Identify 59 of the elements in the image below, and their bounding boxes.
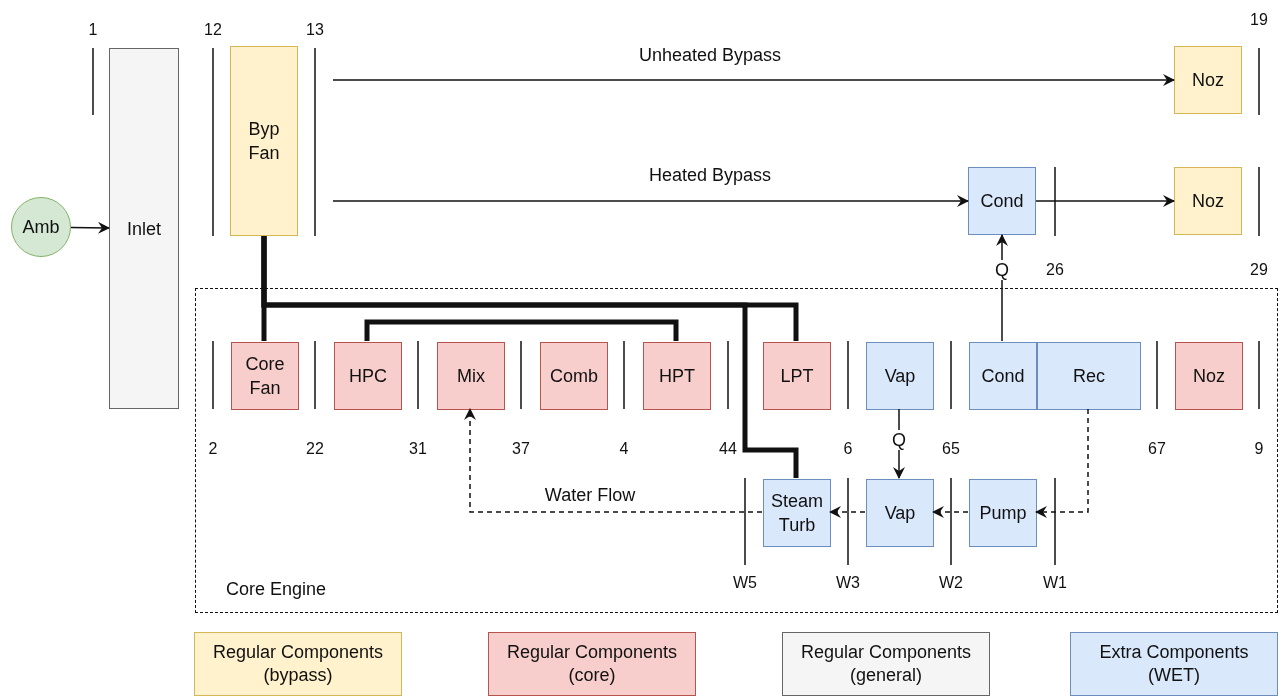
station-number: W5: [733, 574, 757, 592]
component-box: Cond: [969, 342, 1037, 410]
component-box: Rec: [1037, 342, 1141, 410]
component-box: Vap: [866, 342, 934, 410]
station-number: 12: [204, 21, 222, 39]
component-box: Byp Fan: [230, 46, 298, 236]
station-number: W1: [1043, 574, 1067, 592]
arrow: [932, 506, 969, 518]
legend-swatch: Regular Components (general): [782, 632, 990, 696]
station-number: 65: [942, 440, 960, 458]
station-number: 37: [512, 440, 530, 458]
source-circle: Amb: [11, 197, 71, 257]
arrow: [70, 221, 110, 234]
station-number: 2: [208, 440, 218, 458]
legend-swatch: Regular Components (bypass): [194, 632, 402, 696]
component-box: Noz: [1175, 342, 1243, 410]
group-title: Core Engine: [226, 579, 327, 600]
station-number: W3: [836, 574, 860, 592]
arrow: [829, 506, 866, 518]
component-box: HPT: [643, 342, 711, 410]
station-number: 29: [1250, 261, 1268, 279]
arrow: [1035, 195, 1175, 207]
station-number: 6: [843, 440, 853, 458]
station-number: 19: [1250, 11, 1268, 29]
component-box: Vap: [866, 479, 934, 547]
station-number: W2: [939, 574, 963, 592]
component-box: Noz: [1174, 46, 1242, 114]
component-box: Steam Turb: [763, 479, 831, 547]
legend-swatch: Regular Components (core): [488, 632, 696, 696]
shaft-line: [261, 236, 799, 478]
arrow: [332, 74, 1175, 86]
group-frame: [195, 288, 1278, 613]
station-number: 9: [1254, 440, 1264, 458]
arrow: [332, 195, 969, 207]
component-box: Comb: [540, 342, 608, 410]
arrow: [1035, 408, 1089, 518]
component-box: LPT: [763, 342, 831, 410]
arrow: [996, 234, 1008, 342]
station-number: 26: [1046, 261, 1064, 279]
station-number: 67: [1148, 440, 1166, 458]
component-box: HPC: [334, 342, 402, 410]
component-box: Pump: [969, 479, 1037, 547]
arrow: [464, 408, 763, 513]
arrow: [893, 408, 905, 479]
component-box: Inlet: [109, 48, 179, 409]
station-number: 22: [306, 440, 324, 458]
component-box: Mix: [437, 342, 505, 410]
station-number: 13: [306, 21, 324, 39]
station-number: 1: [88, 21, 98, 39]
station-number: 31: [409, 440, 427, 458]
shaft-line: [364, 319, 679, 341]
edge-label: Q: [890, 430, 908, 450]
component-box: Noz: [1174, 167, 1242, 235]
station-number: 4: [619, 440, 629, 458]
legend-swatch: Extra Components (WET): [1070, 632, 1278, 696]
edge-label: Q: [993, 260, 1011, 280]
component-box: Core Fan: [231, 342, 299, 410]
component-box: Cond: [968, 167, 1036, 235]
station-number: 44: [719, 440, 737, 458]
